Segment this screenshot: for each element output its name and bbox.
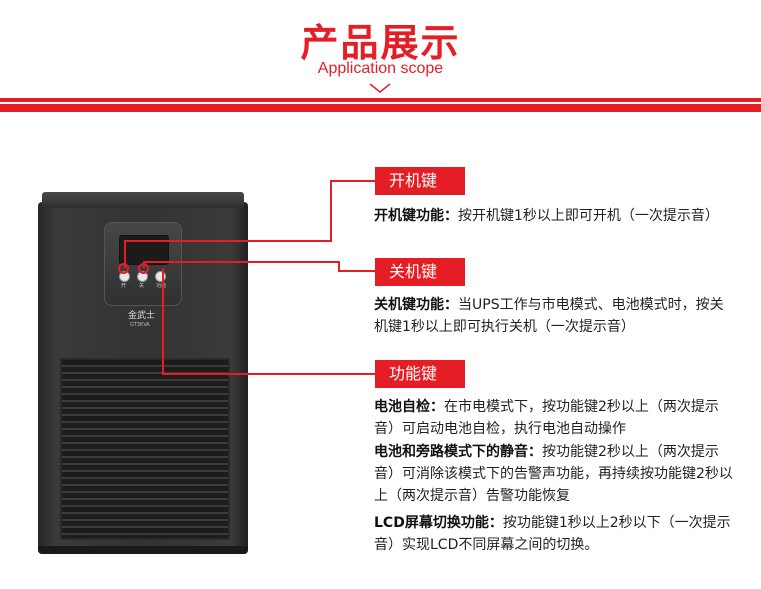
callout-line-power-on (330, 180, 332, 242)
desc-label: 电池和旁路模式下的静音： (374, 444, 542, 460)
callout-line-power-on (330, 180, 375, 182)
ups-device-image: 开 关 功能 金武士 GT3KVA (38, 192, 248, 554)
desc-power-off: 关机键功能：当UPS工作与市电模式、电池模式时，按关机键1秒以上即可执行关机（一… (374, 294, 736, 338)
callout-line-power-on (124, 240, 332, 242)
brand-name: 金武士 (128, 311, 156, 321)
vent-grille (60, 358, 230, 540)
marker-power-off (138, 263, 149, 274)
function-button (155, 271, 166, 282)
callout-line-power-off (143, 261, 340, 263)
ups-top (42, 192, 244, 208)
desc-label: 开机键功能： (374, 208, 458, 224)
desc-battery-selftest: 电池自检：在市电模式下，按功能键2秒以上（两次提示音）可启动电池自检，执行电池自… (374, 396, 736, 440)
desc-text: 按开机键1秒以上即可开机（一次提示音） (458, 208, 719, 224)
tag-power-off: 关机键 (375, 258, 465, 286)
tag-power-on: 开机键 (375, 167, 465, 195)
callout-line-function (162, 268, 164, 374)
ups-foot (38, 546, 248, 554)
callout-line-power-off (338, 270, 375, 272)
desc-lcd-switch: LCD屏幕切换功能：按功能键1秒以上2秒以下（一次提示音）实现LCD不同屏幕之间… (374, 512, 736, 556)
page-title: 产品展示 (300, 21, 461, 65)
desc-text: 在市电模式下，按功能键2秒以上（两次提示音）可启动电池自检，执行电池自动操作 (374, 399, 719, 437)
desc-power-on: 开机键功能：按开机键1秒以上即可开机（一次提示音） (374, 205, 736, 227)
desc-label: LCD屏幕切换功能： (374, 515, 503, 531)
tag-function: 功能键 (375, 360, 465, 388)
callout-line-power-on (124, 240, 126, 268)
desc-label: 关机键功能： (374, 297, 458, 313)
callout-line-function (162, 373, 375, 375)
model-label: GT3KVA (130, 322, 150, 328)
power-on-label: 开 (121, 283, 127, 289)
desc-label: 电池自检： (374, 399, 444, 415)
function-label: 功能 (156, 283, 167, 289)
desc-text: 当UPS工作与市电模式、电池模式时，按关机键1秒以上即可执行关机（一次提示音） (374, 297, 724, 335)
desc-text: 按功能键2秒以上（两次提示音）可消除该模式下的告警声功能，再持续按功能键2秒以上… (374, 444, 733, 504)
desc-mute: 电池和旁路模式下的静音：按功能键2秒以上（两次提示音）可消除该模式下的告警声功能… (374, 441, 736, 507)
power-off-label: 关 (139, 283, 145, 289)
brand-logo: 金武士 (114, 308, 172, 324)
header-divider (0, 98, 761, 102)
marker-power-on (118, 263, 129, 274)
page-subtitle: Application scope (317, 60, 444, 77)
callout-line-power-off (338, 261, 340, 272)
desc-text: 按功能键1秒以上2秒以下（一次提示音）实现LCD不同屏幕之间的切换。 (374, 515, 731, 553)
chevron-down-icon (369, 83, 391, 93)
header-divider-thick (0, 104, 761, 112)
